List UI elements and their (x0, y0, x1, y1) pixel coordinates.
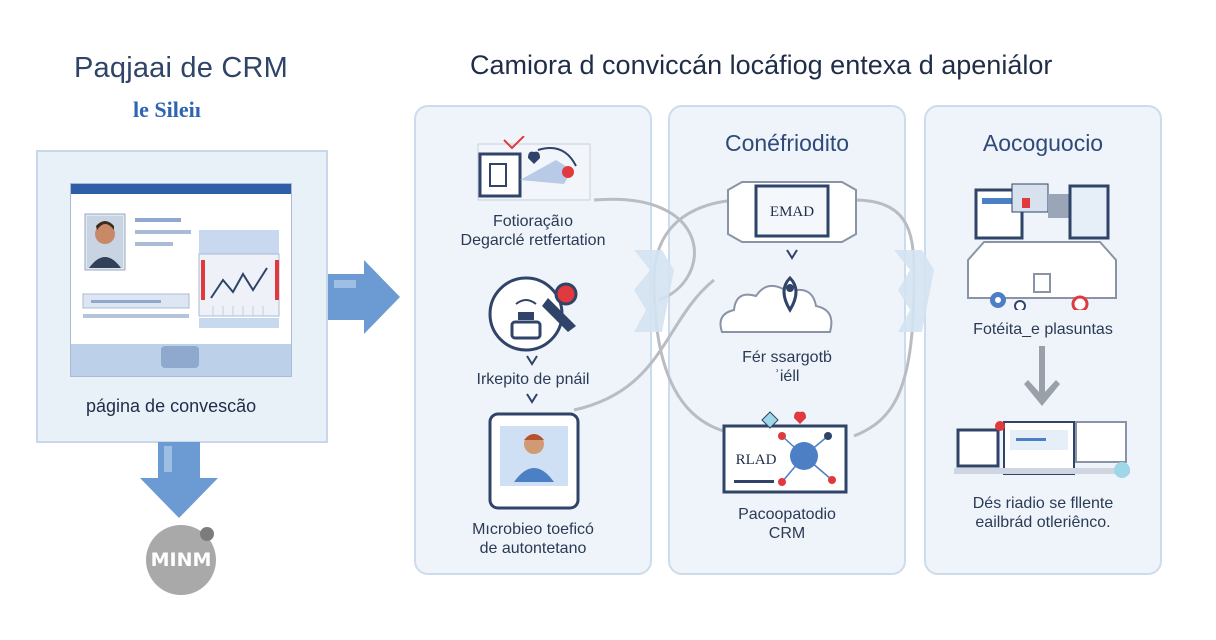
device-label: RLAD (735, 452, 777, 468)
small-arrow-icon (786, 249, 798, 260)
step-caption: Fotioraçãıo Degarclé retfertation (414, 212, 652, 250)
photo-frame-icon (477, 136, 591, 201)
step-caption: Pacoopatodio CRM (668, 505, 906, 543)
logo-dot (200, 527, 214, 541)
crm-page-subtitle: le Sileiı (133, 97, 201, 122)
step-caption-line: Dés riadio se fllente (972, 495, 1114, 512)
browser-content-illustration (71, 213, 291, 376)
step-caption-line: Fér ssargotḃ (742, 349, 832, 366)
arrow-down-icon (1024, 346, 1060, 406)
step-caption: Fotéita_e plasuntas (924, 320, 1162, 339)
step-caption: Fér ssargotḃ ʾiéll (668, 348, 906, 386)
step-caption-line: eailbrád otleriênco. (975, 514, 1111, 531)
conversion-page-label: página de convescão (86, 396, 257, 416)
crm-device-icon (722, 411, 848, 494)
retention-dashboard-icon (967, 183, 1117, 310)
step-caption: Mıcrobieo toeficó de autontetano (414, 520, 652, 558)
person-avatar-icon (87, 216, 123, 268)
step-caption-line: Irkepito de pnáil (476, 371, 590, 388)
heart-icon (794, 411, 806, 424)
step-caption-line: ʾiéll (774, 368, 800, 385)
person-avatar-icon (514, 434, 554, 482)
perfume-bottle-icon (488, 276, 578, 352)
panel-title: Conéfriodito (724, 130, 850, 156)
email-device-icon (727, 181, 857, 243)
panel-title: Aocoguocio (982, 130, 1104, 156)
gear-icon (995, 421, 1005, 431)
step-caption-line: Degarclé retfertation (460, 232, 606, 249)
small-arrow-icon (526, 355, 538, 366)
panel-retention (924, 105, 1162, 575)
step-caption-line: Pacoopatodio (738, 506, 836, 523)
step-caption-line: Fotioraçãıo (492, 213, 574, 230)
step-caption: Irkepito de pnáil (414, 370, 652, 389)
step-caption-line: de autontetano (479, 540, 587, 557)
map-pin-icon (782, 275, 798, 313)
browser-mockup (70, 183, 292, 377)
step-caption-line: CRM (768, 525, 806, 542)
step-caption: Dés riadio se fllente eailbrád otleriênc… (924, 494, 1162, 532)
step-caption-line: Fotéita_e plasuntas (973, 321, 1113, 338)
gear-icon (990, 292, 1006, 308)
diagram-title: Camiora d conviccán locáfiog entexa d ap… (470, 50, 1053, 80)
step-caption-line: Mıcrobieo toeficó (472, 521, 594, 538)
arrow-down-icon (140, 442, 218, 518)
cloud-icon (719, 275, 833, 333)
small-arrow-icon (526, 393, 538, 404)
laptop-icon (954, 421, 1130, 478)
heart-icon (528, 151, 540, 164)
browser-title-bar (71, 184, 291, 194)
crm-page-title: Paqjaai de CRM (74, 52, 288, 84)
device-label: EMAD (769, 204, 815, 220)
tablet-avatar-icon (488, 412, 580, 510)
arrow-right-icon (328, 260, 400, 334)
